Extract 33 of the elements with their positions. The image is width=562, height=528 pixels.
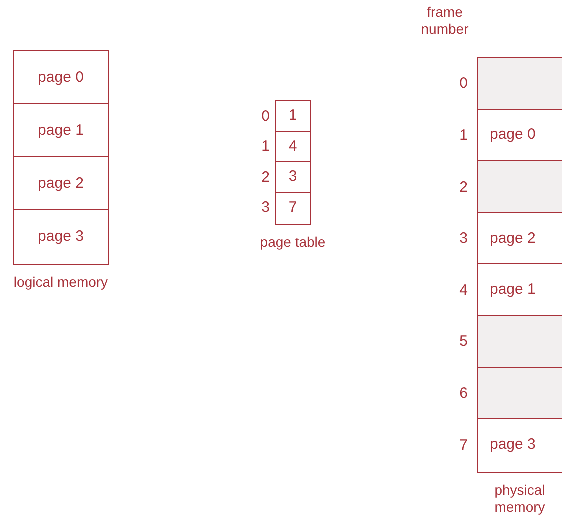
frame-index: 3 [458, 231, 468, 248]
empty-frame [478, 161, 562, 213]
frame-number-entry: 4 [276, 132, 310, 162]
memory-block [13, 50, 109, 265]
frame-index: 1 [458, 128, 468, 144]
page-index: 0 [260, 108, 270, 125]
frame-index: 0 [458, 76, 468, 92]
column-heading: frame number [420, 4, 470, 38]
page-slot: page 3 [14, 210, 108, 263]
block-heading: page table [259, 234, 327, 251]
block-heading: physical memory [494, 482, 546, 516]
page-index: 2 [260, 170, 270, 186]
block-heading: logical memory [13, 274, 109, 291]
page-slot: page 1 [14, 104, 108, 157]
frame-number-entry: 7 [276, 192, 310, 223]
frame-index: 7 [458, 438, 468, 454]
page-slot: page 3 [478, 419, 562, 471]
empty-frame [478, 58, 562, 110]
frame-index: 2 [458, 180, 468, 196]
page-slot: page 2 [14, 157, 108, 210]
page-slot: page 0 [14, 51, 108, 104]
frame-index: 4 [458, 282, 468, 299]
empty-frame [478, 316, 562, 368]
memory-block [477, 57, 562, 473]
empty-frame [478, 368, 562, 420]
frame-number-entry: 1 [276, 101, 310, 132]
page-slot: page 2 [478, 212, 562, 264]
frame-number-entry: 3 [276, 162, 310, 192]
page-table [275, 100, 311, 225]
frame-index: 6 [458, 386, 468, 402]
page-index: 3 [260, 200, 270, 216]
page-index: 1 [260, 139, 270, 156]
frame-index: 5 [458, 334, 468, 350]
